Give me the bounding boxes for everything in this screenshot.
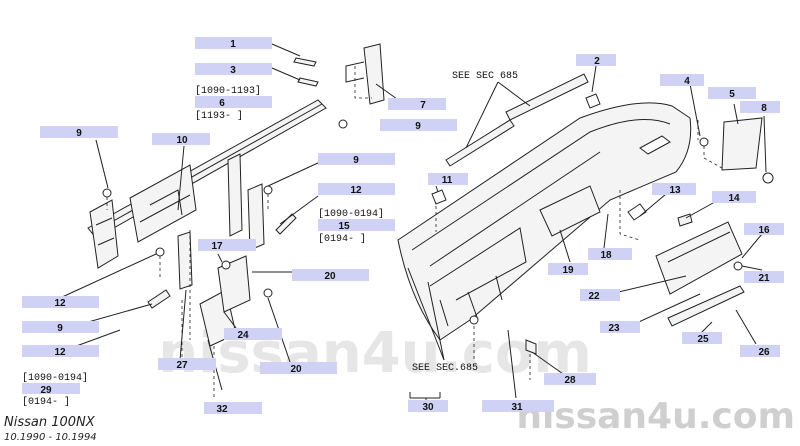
model-years: 10.1990 - 10.1994 bbox=[4, 432, 97, 443]
callout-4: 4 bbox=[684, 76, 690, 87]
callout-19: 19 bbox=[562, 265, 574, 276]
callout-12b: 12 bbox=[350, 185, 362, 196]
callout-20a: 20 bbox=[324, 271, 336, 282]
callout-20b: 20 bbox=[290, 364, 302, 375]
see-section-ref-top: SEE SEC 685 bbox=[452, 71, 518, 82]
see-section-ref-bottom: SEE SEC.685 bbox=[412, 363, 478, 374]
callout-13: 13 bbox=[669, 185, 681, 196]
callout-10: 10 bbox=[176, 135, 188, 146]
callout-9a: 9 bbox=[76, 128, 82, 139]
range-notes: [1090-1193] [1193- ] [1090-0194] [0194- … bbox=[22, 85, 384, 408]
callout-2: 2 bbox=[594, 56, 600, 67]
callout-9c: 9 bbox=[353, 155, 359, 166]
callouts: 1 3 6 7 9 9 9 9 10 12 12 12 15 17 20 20 bbox=[22, 37, 784, 415]
callout-25: 25 bbox=[697, 334, 709, 345]
steering-member-drawing bbox=[87, 43, 385, 400]
callout-18: 18 bbox=[600, 250, 612, 261]
callout-8: 8 bbox=[761, 103, 767, 114]
callout-1: 1 bbox=[230, 39, 236, 50]
range-note-4: [0194- ] bbox=[318, 233, 366, 245]
instrument-panel-drawing bbox=[397, 73, 774, 380]
range-note-3: [1090-0194] bbox=[318, 208, 384, 220]
range-note-6: [0194- ] bbox=[22, 396, 70, 408]
callout-28: 28 bbox=[564, 375, 576, 386]
callout-9b: 9 bbox=[415, 121, 421, 132]
callout-7: 7 bbox=[420, 100, 426, 111]
callout-27: 27 bbox=[176, 360, 188, 371]
model-name: Nissan 100NX bbox=[4, 415, 96, 430]
watermark-corner: nissan4u.com bbox=[516, 396, 795, 437]
callout-6: 6 bbox=[219, 98, 225, 109]
callout-24: 24 bbox=[237, 330, 249, 341]
callout-23: 23 bbox=[608, 323, 620, 334]
callout-17: 17 bbox=[211, 241, 223, 252]
callout-9d: 9 bbox=[57, 323, 63, 334]
callout-14: 14 bbox=[728, 193, 740, 204]
callout-22: 22 bbox=[588, 291, 600, 302]
range-note-5: [1090-0194] bbox=[22, 372, 88, 384]
callout-3: 3 bbox=[230, 65, 236, 76]
callout-29: 29 bbox=[40, 385, 52, 396]
callout-32: 32 bbox=[216, 404, 228, 415]
callout-15: 15 bbox=[338, 221, 350, 232]
range-note-1: [1090-1193] bbox=[195, 85, 261, 97]
callout-11: 11 bbox=[442, 175, 453, 186]
callout-12c: 12 bbox=[54, 347, 66, 358]
callout-21: 21 bbox=[758, 273, 770, 284]
callout-30: 30 bbox=[422, 402, 434, 413]
callout-16: 16 bbox=[758, 225, 770, 236]
callout-5: 5 bbox=[729, 89, 735, 100]
callout-31: 31 bbox=[511, 402, 523, 413]
callout-26: 26 bbox=[758, 347, 770, 358]
range-note-2: [1193- ] bbox=[195, 110, 243, 122]
callout-12a: 12 bbox=[54, 298, 66, 309]
